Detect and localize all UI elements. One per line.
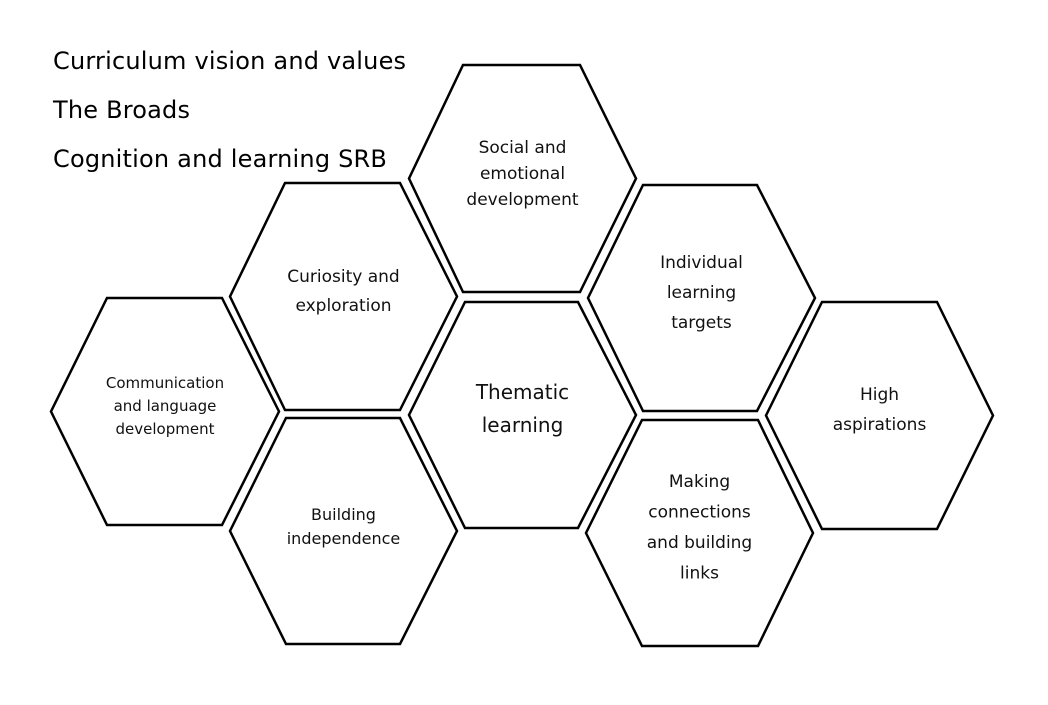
hexagon-label-line: emotional [480, 164, 565, 184]
hexagon-building-independence: Building independence [228, 416, 459, 646]
hexagon-label-line: Curiosity and [287, 267, 399, 287]
hexagon-thematic: Thematic learning [407, 300, 638, 530]
hexagon-label-line: aspirations [833, 415, 927, 435]
hexagon-shape [407, 300, 638, 530]
hexagon-label-line: independence [287, 529, 401, 548]
hexagon-label-line: and building [647, 533, 752, 553]
hexagon-shape [49, 296, 281, 527]
title-curriculum-vision: Curriculum vision and values [53, 47, 407, 75]
hexagon-curiosity: Curiosity and exploration [228, 181, 459, 412]
hexagon-label-line: Social and [479, 138, 567, 158]
hexagon-label-line: learning [482, 413, 564, 437]
hexagon-shape [586, 183, 817, 413]
hexagon-label-line: connections [648, 503, 751, 523]
hexagon-individual-targets: Individual learning targets [586, 183, 817, 413]
hexagon-label-line: development [116, 420, 215, 438]
hexagon-communication: Communication and language development [49, 296, 281, 527]
hexagon-label-line: Making [669, 472, 730, 492]
hexagon-shape [228, 416, 459, 646]
hexagon-label-line: High [860, 385, 899, 405]
hexagon-label-line: and language [114, 397, 217, 415]
hexagon-label-line: Building [311, 505, 376, 524]
hexagon-label-line: links [680, 564, 719, 584]
hexagon-label-line: exploration [295, 296, 391, 316]
hexagon-label-line: development [466, 190, 578, 210]
hexagon-shape [228, 181, 459, 412]
hexagon-label-line: Thematic [475, 380, 569, 404]
hexagon-shape [764, 300, 995, 531]
hexagon-label-line: Communication [106, 374, 224, 392]
hexagon-shape [407, 63, 638, 294]
hexagon-making-connections: Making connections and building links [584, 418, 815, 648]
title-the-broads: The Broads [53, 96, 191, 124]
hexagon-social-emotional: Social and emotional development [407, 63, 638, 294]
hexagon-label-line: Individual [660, 253, 743, 273]
hexagon-label-line: targets [671, 313, 732, 333]
title-cognition-learning: Cognition and learning SRB [53, 145, 388, 173]
hexagon-high-aspirations: High aspirations [764, 300, 995, 531]
hexagon-label-line: learning [667, 283, 736, 303]
hexagon-shape [584, 418, 815, 648]
